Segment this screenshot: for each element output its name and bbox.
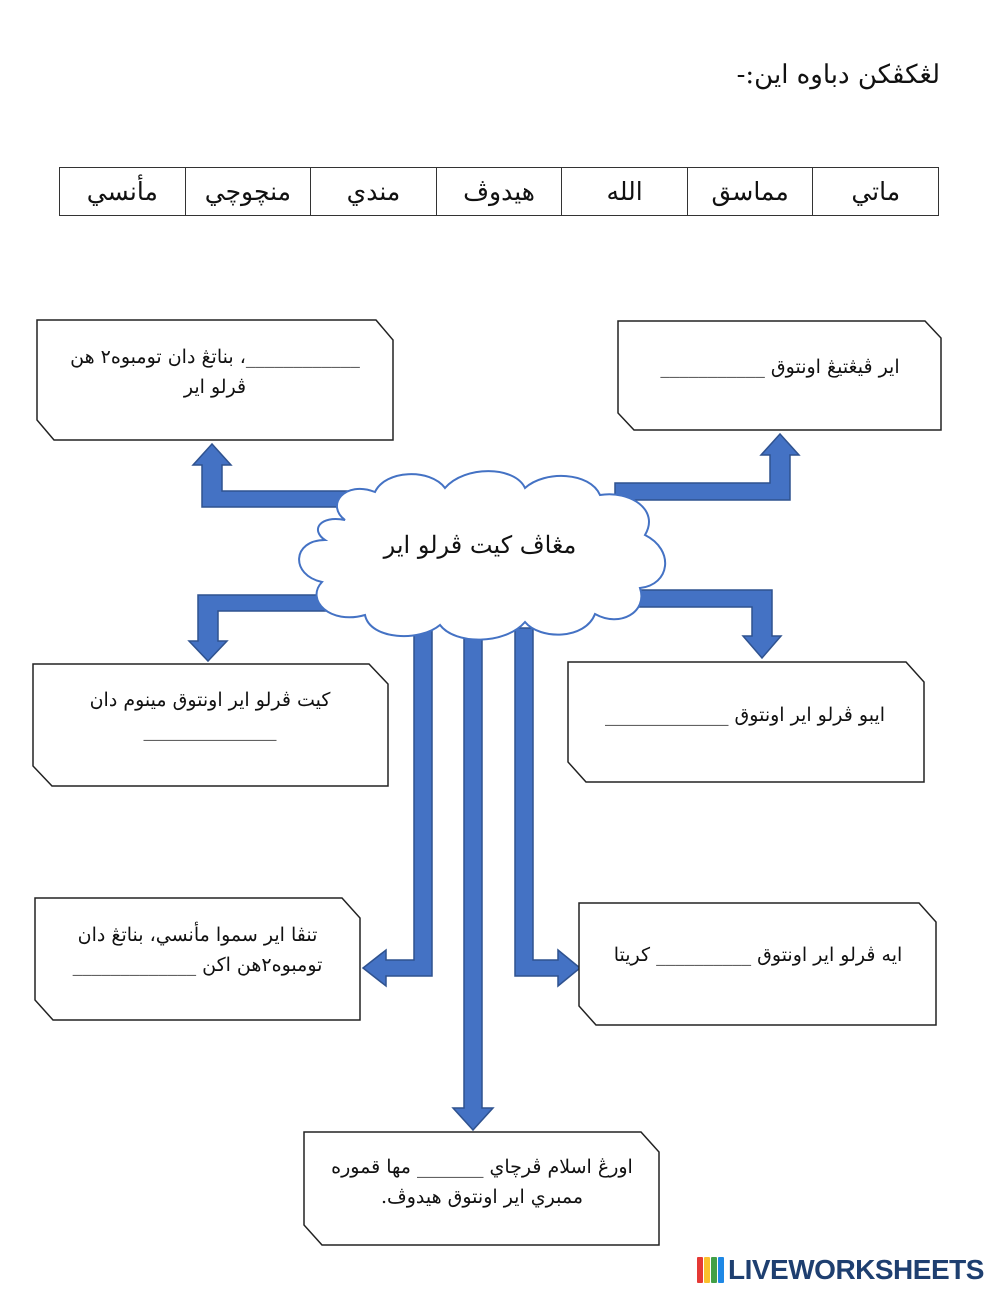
box-top-right-text: اير ڤيڠتيڠ اونتوق ___________ (660, 356, 900, 378)
arrow-top-left (191, 442, 363, 508)
box-top-left-text: ____________، بناتڠ دان تومبوه٢ هن ڤرلو … (70, 346, 360, 398)
word-bank-cell: منچوچي (184, 167, 312, 216)
logo-text: LIVEWORKSHEETS (728, 1254, 984, 1285)
word-bank-cell: ماتي (812, 167, 939, 216)
word-bank-cell: الله (561, 167, 688, 216)
logo-icon (697, 1257, 724, 1283)
box-low-left-text: تنڤا اير سموا مأنسي، بناتڠ دان تومبوه٢هن… (72, 924, 323, 976)
box-top-right (617, 320, 942, 431)
word-bank-table: ماتي مماسق الله هيدوڤ مندي منچوچي مأنسي (59, 167, 939, 216)
box-low-right-text: ايه ڤرلو اير اونتوق __________ كريتا (613, 944, 903, 966)
word-bank-cell: هيدوڤ (435, 167, 563, 216)
box-low-left (34, 897, 361, 1021)
box-mid-right-text: ايبو ڤرلو اير اونتوق _____________ (604, 704, 886, 726)
word-bank-cell: مأنسي (59, 167, 186, 216)
word-bank-cell: مماسق (686, 167, 814, 216)
box-mid-left-text: كيت ڤرلو اير اونتوق مينوم دان __________… (89, 689, 331, 741)
word-bank-cell: مندي (310, 167, 437, 216)
box-low-right (578, 902, 937, 1026)
box-mid-right (567, 661, 925, 783)
box-bottom-text: اورڠ اسلام ڤرچاي _______ مها قموره ممبري… (331, 1156, 633, 1208)
arrow-top-right (614, 432, 801, 501)
worksheet-instruction: لڠكڤكن دباوه اين:- (736, 60, 940, 90)
arrow-mid-right (613, 589, 783, 660)
box-top-left (36, 319, 394, 441)
arrow-low-left (361, 627, 433, 988)
center-cloud (298, 470, 666, 641)
arrow-low-right (514, 627, 582, 988)
arrow-bottom (451, 635, 495, 1132)
center-question: مڠاڤ كيت ڤرلو اير (383, 531, 577, 559)
box-bottom (303, 1131, 660, 1246)
liveworksheets-logo: LIVEWORKSHEETS (697, 1253, 984, 1287)
box-mid-left (32, 663, 389, 787)
